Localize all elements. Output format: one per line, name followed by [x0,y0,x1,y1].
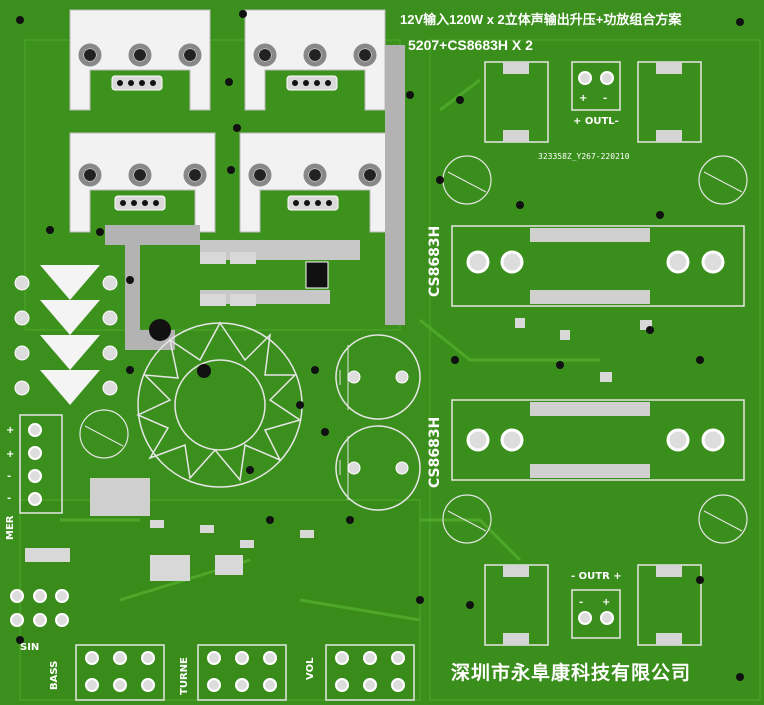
ic-label-lower: CS8683H [427,416,443,488]
vol-label: VOL [305,657,316,680]
power-mark-1: + [6,425,15,436]
out-left-label: + OUTL- [573,116,619,127]
date-code: 323358Z_Y267-220210 [538,152,630,161]
bass-label: BASS [49,660,60,690]
via-pattern [16,10,744,681]
out-right-plus: + [602,597,611,608]
company-name: 深圳市永阜康科技有限公司 [451,662,692,684]
power-mark-4: - [7,493,12,504]
power-mark-2: + [6,449,15,460]
power-mark-3: - [7,471,12,482]
sin-label: SIN [20,642,40,653]
heatsink-holes [84,49,376,181]
board-title: 12V输入120W x 2立体声输出升压+功放组合方案 [400,12,682,27]
out-right-label: - OUTR + [571,571,622,582]
out-right-minus: - [579,597,584,608]
ic-label-upper: CS8683H [427,225,443,297]
mer-label: MER [5,515,16,540]
chips-line: 5207+CS8683H X 2 [408,37,533,53]
out-left-plus: + [579,93,588,104]
turne-label: TURNE [179,657,190,695]
out-left-minus: - [603,93,608,104]
